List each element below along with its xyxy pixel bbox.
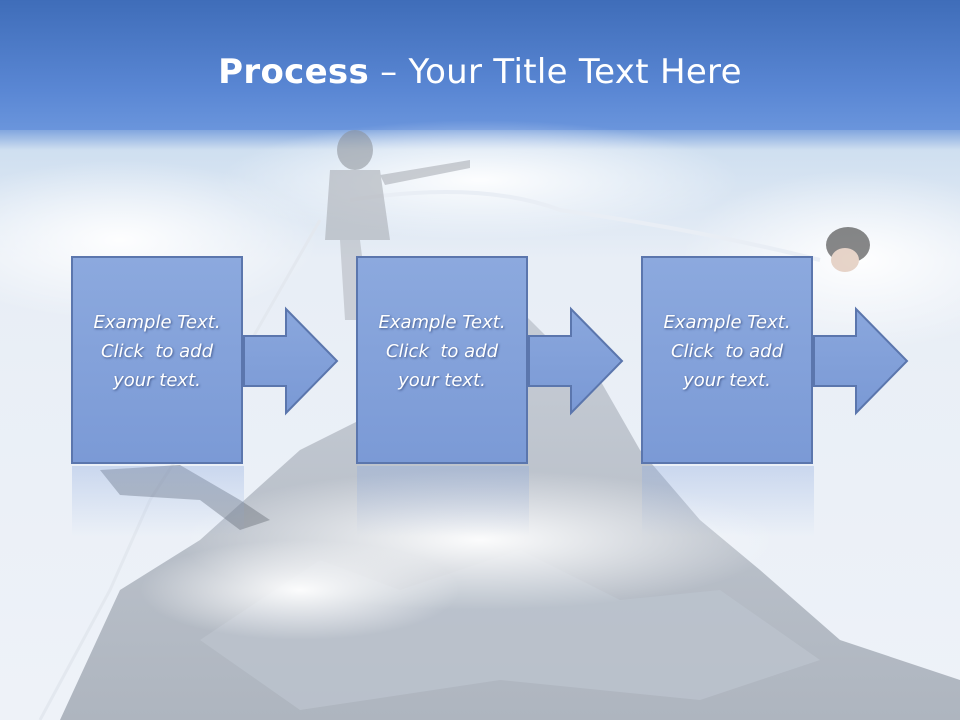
step-text: Example Text. Click to add your text. bbox=[358, 308, 526, 395]
slide-title[interactable]: Process – Your Title Text Here bbox=[0, 52, 960, 92]
step-line: your text. bbox=[683, 370, 771, 391]
box-reflection bbox=[642, 466, 814, 536]
step-line: Click to add bbox=[100, 341, 213, 362]
step-line: your text. bbox=[113, 370, 201, 391]
step-line: Click to add bbox=[385, 341, 498, 362]
step-line: Example Text. bbox=[93, 312, 221, 333]
title-bold: Process bbox=[218, 52, 370, 92]
title-rest: – Your Title Text Here bbox=[369, 52, 742, 92]
process-step-3[interactable]: Example Text. Click to add your text. bbox=[641, 256, 813, 464]
step-line: Example Text. bbox=[378, 312, 506, 333]
process-step-1[interactable]: Example Text. Click to add your text. bbox=[71, 256, 243, 464]
background-photo bbox=[0, 120, 960, 720]
step-line: Example Text. bbox=[663, 312, 791, 333]
step-text: Example Text. Click to add your text. bbox=[643, 308, 811, 395]
arrow-right-icon bbox=[243, 306, 339, 416]
box-reflection bbox=[72, 466, 244, 536]
arrow-right-icon bbox=[528, 306, 624, 416]
step-text: Example Text. Click to add your text. bbox=[73, 308, 241, 395]
title-band bbox=[0, 0, 960, 130]
step-line: Click to add bbox=[670, 341, 783, 362]
box-reflection bbox=[357, 466, 529, 536]
step-line: your text. bbox=[398, 370, 486, 391]
process-step-2[interactable]: Example Text. Click to add your text. bbox=[356, 256, 528, 464]
arrow-right-icon bbox=[813, 306, 909, 416]
